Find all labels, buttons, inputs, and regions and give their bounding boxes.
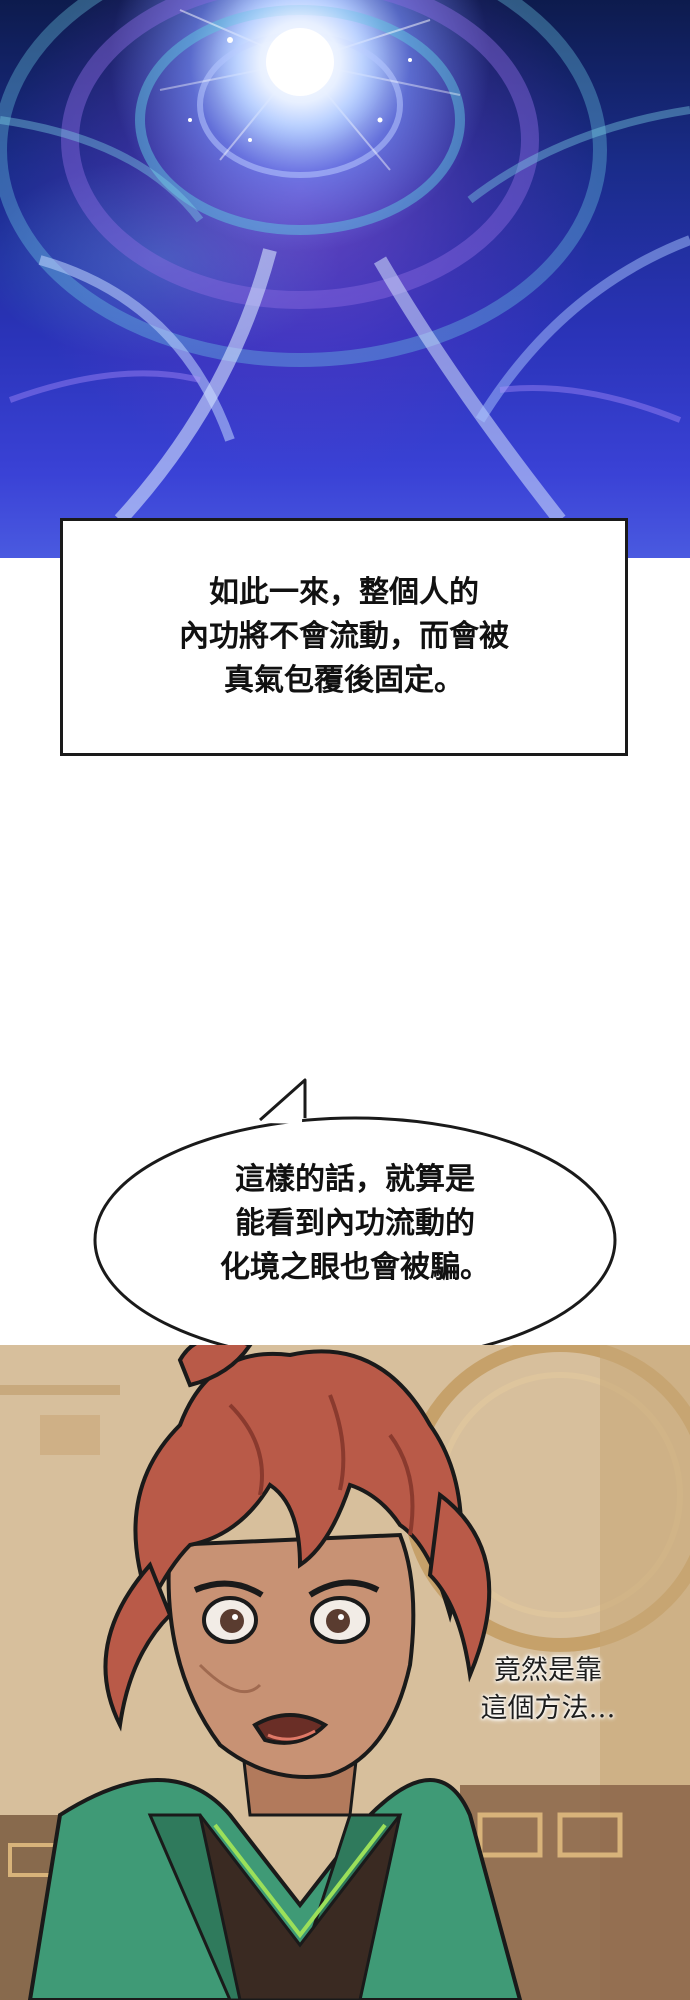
- character-illustration: [0, 1345, 690, 2000]
- whisper-thought-text: 竟然是靠 這個方法…: [448, 1652, 648, 1728]
- energy-vortex-panel: [0, 0, 690, 558]
- energy-vortex-art: [0, 0, 690, 525]
- whisper-line-1: 竟然是靠: [494, 1655, 602, 1686]
- speech-bubble-text: 這樣的話，就算是 能看到內功流動的 化境之眼也會被騙。: [90, 1158, 620, 1290]
- character-panel: [0, 1345, 690, 2000]
- caption-line-1: 如此一來，整個人的: [209, 575, 479, 610]
- caption-line-2: 內功將不會流動，而會被: [179, 619, 509, 654]
- bubble-line-2: 能看到內功流動的: [235, 1206, 475, 1241]
- caption-line-3: 真氣包覆後固定。: [224, 663, 464, 698]
- speech-bubble: 這樣的話，就算是 能看到內功流動的 化境之眼也會被騙。: [90, 1078, 620, 1378]
- narration-caption-box: 如此一來，整個人的 內功將不會流動，而會被 真氣包覆後固定。: [60, 518, 628, 756]
- bubble-line-3: 化境之眼也會被騙。: [220, 1250, 490, 1285]
- whisper-line-2: 這個方法…: [480, 1693, 616, 1724]
- bubble-line-1: 這樣的話，就算是: [235, 1162, 475, 1197]
- speech-bubble-shape: [93, 1078, 617, 1364]
